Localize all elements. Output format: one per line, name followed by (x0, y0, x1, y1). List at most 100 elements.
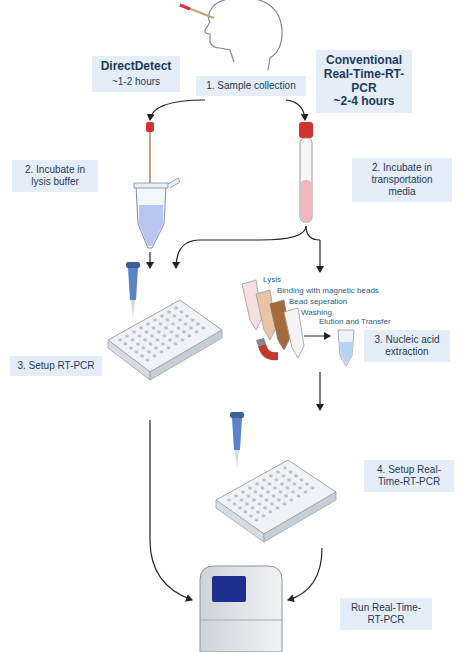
plate-well (196, 323, 200, 326)
lysis-tube (134, 122, 180, 248)
plate-well (272, 495, 276, 498)
plate-well (289, 471, 293, 474)
plate-well (153, 319, 157, 322)
plate-well (166, 319, 170, 322)
plate-well (247, 495, 251, 498)
plate-well (305, 483, 309, 486)
plate-well (188, 335, 192, 338)
plate-well (202, 327, 206, 330)
plate-well (150, 335, 154, 338)
plate-well (173, 315, 177, 318)
step-label: 1. Sample collection (201, 80, 301, 92)
method-title: Conventional Real-Time-RT-PCR (321, 54, 407, 95)
pcr-plate (216, 460, 336, 542)
step-box: 1. Sample collection (196, 76, 306, 96)
plate-well (147, 351, 151, 354)
plate-well (138, 335, 142, 338)
step-box: 3. Nucleic acid extraction (364, 330, 450, 362)
plate-well (259, 495, 263, 498)
swab-in-nose (180, 5, 214, 18)
step-label: Run Real-Time-RT-PCR (345, 602, 427, 626)
flow-arrow (306, 226, 320, 240)
head-outline (205, 0, 282, 70)
plate-well (262, 515, 266, 518)
plate-well (153, 355, 157, 358)
plate-well (182, 331, 186, 334)
step-box: 3. Setup RT-PCR (10, 356, 102, 376)
plate-well (291, 491, 295, 494)
plate-well (191, 319, 195, 322)
flow-arrow (149, 252, 150, 268)
pcr-instrument (200, 566, 282, 652)
plate-well (140, 355, 144, 358)
plate-well (234, 495, 238, 498)
duration-text: ~1-2 hours (97, 76, 175, 88)
method-title: DirectDetect (97, 60, 175, 74)
plate-well (174, 343, 178, 346)
step-box: 2. Incubate in lysis buffer (12, 160, 98, 192)
plate-well (118, 339, 122, 342)
plate-well (279, 491, 283, 494)
plate-well (156, 339, 160, 342)
plate-well (293, 483, 297, 486)
plate-well (161, 343, 165, 346)
flow-arrow (319, 372, 320, 410)
plate-well (181, 339, 185, 342)
plate-well (233, 503, 237, 506)
flow-arrow (150, 100, 205, 120)
step-label: 2. Incubate in lysis buffer (17, 164, 93, 188)
flow-arrow (288, 548, 322, 600)
plate-well (132, 331, 136, 334)
transport-tube (299, 122, 313, 222)
plate-well (258, 503, 262, 506)
plate-well (125, 335, 129, 338)
plate-well (300, 479, 304, 482)
plate-well (129, 347, 133, 350)
plate-well (164, 327, 168, 330)
plate-well (261, 487, 265, 490)
step-box: Run Real-Time-RT-PCR (340, 598, 432, 630)
plate-well (276, 471, 280, 474)
plate-well (159, 323, 163, 326)
method-box: DirectDetect ~1-2 hours (92, 56, 180, 92)
plate-well (177, 327, 181, 330)
plate-well (280, 483, 284, 486)
plate-well (269, 475, 273, 478)
plate-well (245, 503, 249, 506)
plate-well (276, 507, 280, 510)
plate-well (146, 359, 150, 362)
step-label: 3. Nucleic acid extraction (369, 334, 445, 358)
plate-well (240, 499, 244, 502)
duration-text: ~2-4 hours (321, 95, 407, 109)
plate-well (149, 343, 153, 346)
plate-well (251, 507, 255, 510)
flow-arrow (150, 420, 192, 600)
plate-well (252, 499, 256, 502)
plate-well (311, 487, 315, 490)
plate-well (160, 315, 164, 318)
plate-well (248, 487, 252, 490)
plate-well (266, 491, 270, 494)
plate-well (284, 495, 288, 498)
pipette (230, 412, 244, 468)
plate-well (283, 467, 287, 470)
plate-well (154, 347, 158, 350)
plate-well (238, 507, 242, 510)
plate-well (131, 339, 135, 342)
step-label: 2. Incubate in transportation media (357, 162, 447, 198)
plate-well (184, 323, 188, 326)
plate-well (178, 319, 182, 322)
step-label: 4. Setup Real-Time-RT-PCR (369, 464, 449, 488)
flow-arrow (286, 100, 305, 120)
plate-well (185, 315, 189, 318)
plate-well (135, 351, 139, 354)
plate-well (145, 331, 149, 334)
plate-well (180, 311, 184, 314)
plate-well (290, 499, 294, 502)
plate-well (175, 335, 179, 338)
plate-well (157, 331, 161, 334)
process-step-label: Binding with magnetic beads (276, 287, 380, 295)
process-step-label: Bead seperation (288, 298, 348, 306)
plate-well (263, 507, 267, 510)
plate-well (136, 343, 140, 346)
